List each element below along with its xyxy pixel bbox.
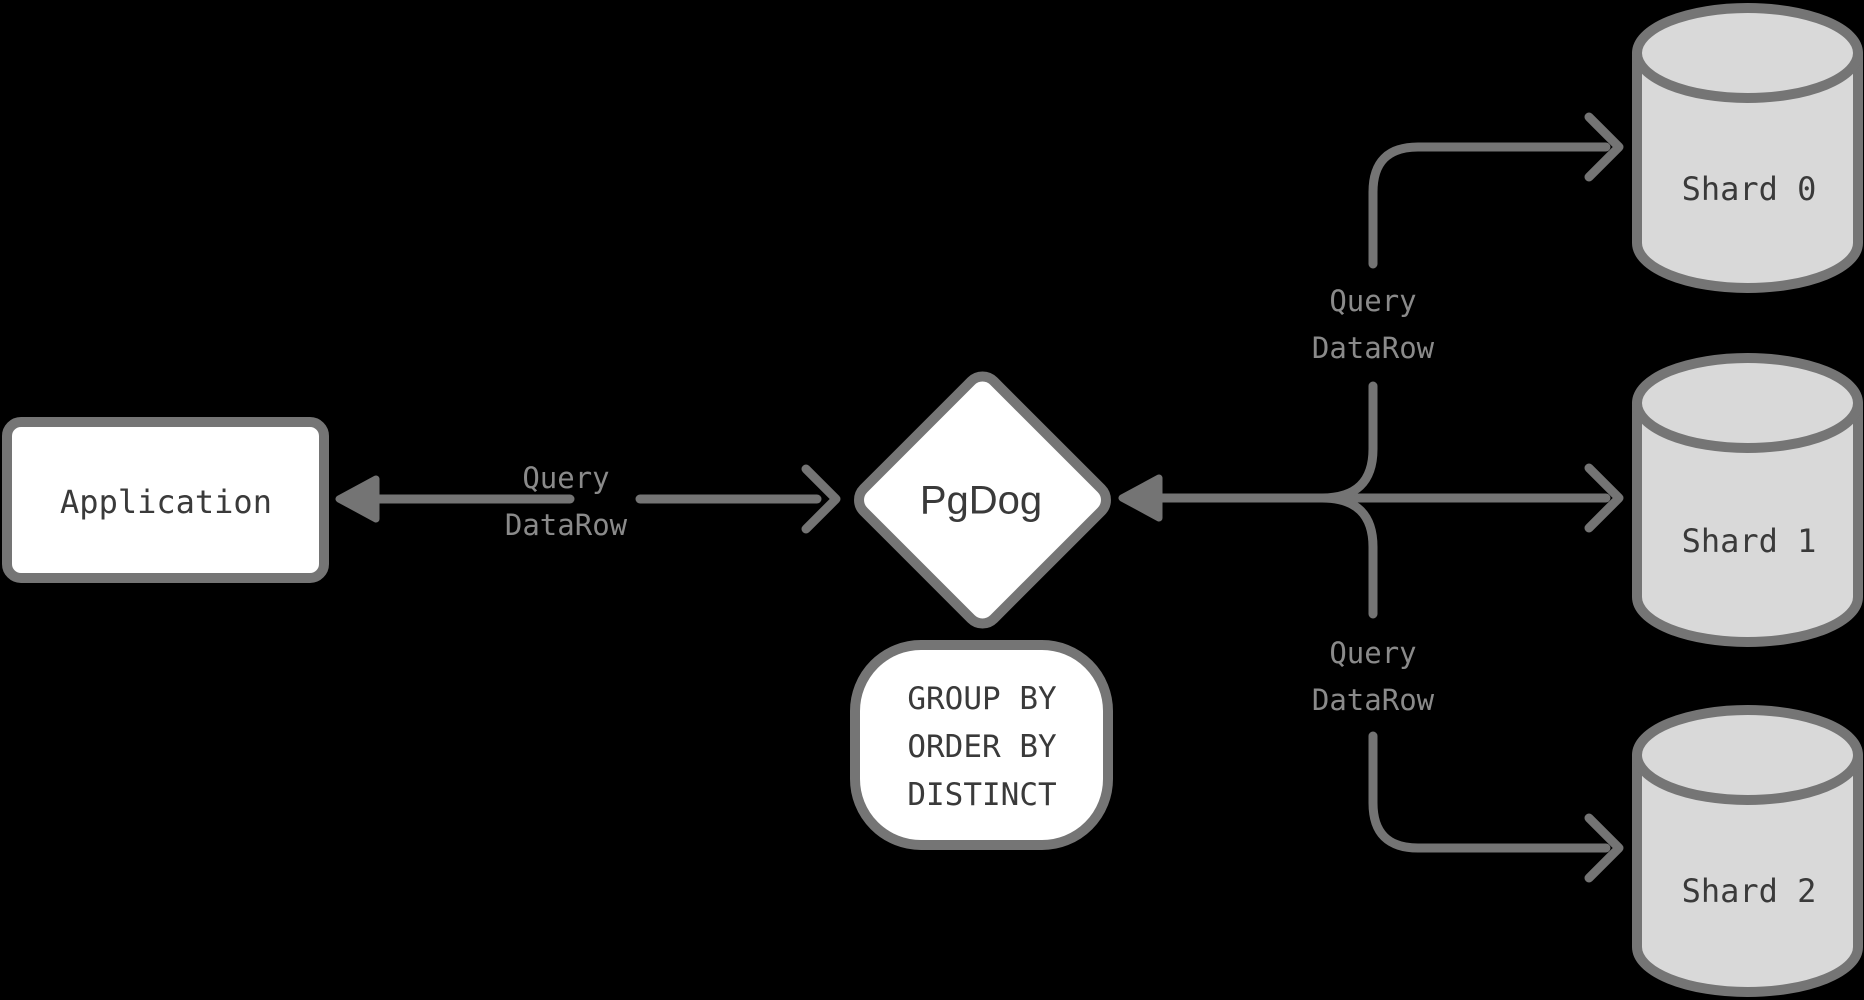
post-processing-node-label: GROUP BY ORDER BY DISTINCT xyxy=(907,675,1056,819)
edge-label-pgdog-shard2: Query DataRow xyxy=(1312,630,1434,724)
edge-label-app-pgdog-query: Query xyxy=(522,461,610,495)
arrowhead-solid-into-application xyxy=(335,475,380,523)
shard2-cylinder-body xyxy=(1632,750,1863,997)
edge-label-pgdog-shard0-datarow: DataRow xyxy=(1311,331,1435,365)
shard2-cylinder-lid xyxy=(1632,705,1863,805)
post-processing-line-distinct: DISTINCT xyxy=(907,777,1057,813)
shard1-cylinder-lid xyxy=(1632,353,1863,453)
edge-label-app-pgdog-datarow: DataRow xyxy=(504,508,628,542)
arrowhead-chevron-into-shard0 xyxy=(1584,112,1624,182)
shard1-cylinder-icon xyxy=(1632,353,1863,647)
shard0-cylinder-lid xyxy=(1632,3,1863,103)
edge-label-pgdog-shard0: Query DataRow xyxy=(1312,278,1434,372)
shard2-node-label: Shard 2 xyxy=(1681,872,1817,910)
shard2-cylinder-icon xyxy=(1632,705,1863,997)
shard0-node-label: Shard 0 xyxy=(1681,170,1817,208)
post-processing-node-box xyxy=(850,640,1113,850)
pgdog-node-label: PgDog xyxy=(919,478,1043,523)
edge-label-pgdog-shard2-datarow: DataRow xyxy=(1311,683,1435,717)
edge-branch-top-elbow xyxy=(1368,142,1611,269)
edge-label-app-pgdog: Query DataRow xyxy=(505,455,627,549)
shard0-cylinder-icon xyxy=(1632,3,1863,293)
shard1-cylinder-body xyxy=(1632,398,1863,647)
edge-branch-bottom-elbow xyxy=(1368,731,1611,853)
edge-branch-bottom-merge-curve xyxy=(1317,493,1378,619)
application-node-box xyxy=(2,417,329,583)
edge-branch-top-merge-curve xyxy=(1317,381,1378,503)
shard1-node-label: Shard 1 xyxy=(1681,522,1817,560)
arrowhead-chevron-into-shard1 xyxy=(1584,463,1624,533)
arrowhead-chevron-into-shard2 xyxy=(1584,813,1624,883)
edge-label-pgdog-shard2-query: Query xyxy=(1329,636,1417,670)
application-node-label: Application xyxy=(60,483,272,521)
post-processing-line-order-by: ORDER BY xyxy=(907,729,1057,765)
arrowhead-chevron-into-pgdog-left xyxy=(801,464,841,534)
pgdog-node-diamond xyxy=(854,371,1111,629)
post-processing-line-group-by: GROUP BY xyxy=(907,681,1057,717)
shard0-cylinder-body xyxy=(1632,48,1863,293)
edge-label-pgdog-shard0-query: Query xyxy=(1329,284,1417,318)
arrowhead-solid-into-pgdog-right xyxy=(1118,474,1163,522)
